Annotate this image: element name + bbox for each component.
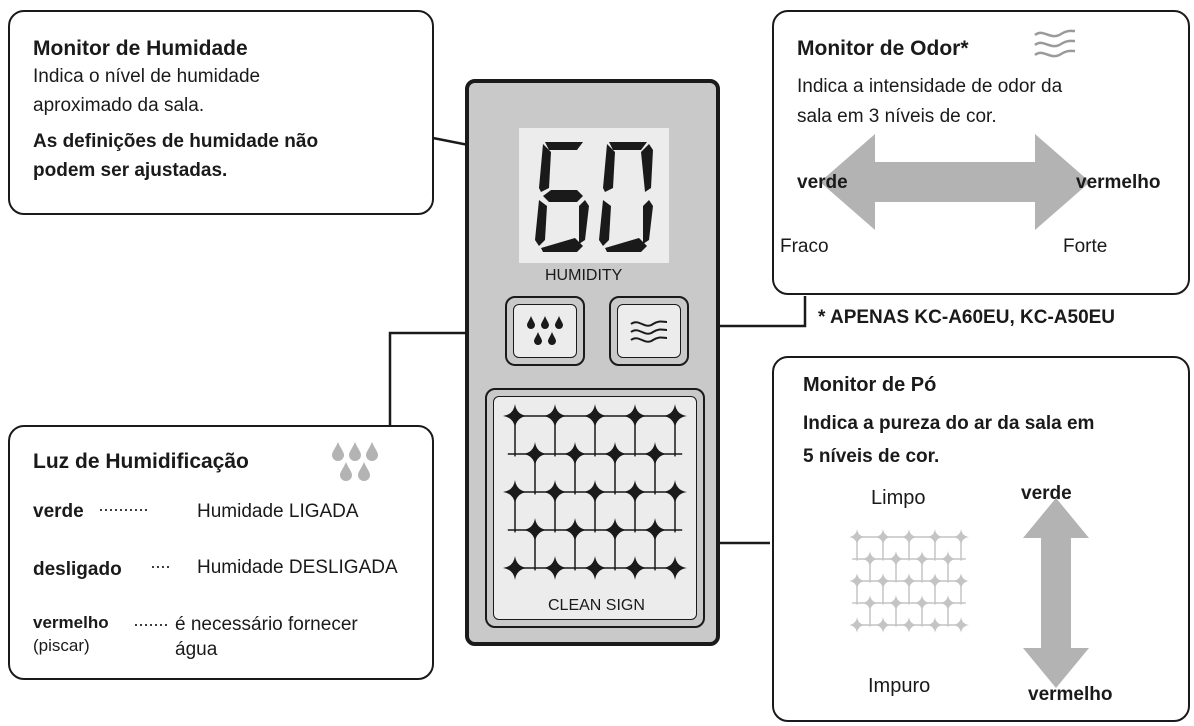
humidity-label: HUMIDITY xyxy=(545,267,623,284)
dust-clean-label: Limpo xyxy=(871,487,926,509)
seven-segment-readout xyxy=(535,142,653,252)
sparkle xyxy=(862,595,878,611)
sparkle xyxy=(849,529,865,545)
leader-dots: ······· xyxy=(133,614,169,634)
sparkle xyxy=(875,529,891,545)
sparkle xyxy=(583,480,607,504)
dust-dirty-label: Impuro xyxy=(868,675,931,697)
state-off-desc: Humidade DESLIGADA xyxy=(197,557,398,578)
sparkle xyxy=(927,529,943,545)
sparkle xyxy=(940,551,956,567)
sparkle xyxy=(914,551,930,567)
sparkle-grid-icon xyxy=(503,404,687,580)
sparkle xyxy=(563,442,587,466)
sparkle xyxy=(862,551,878,567)
clean-sign-label: CLEAN SIGN xyxy=(548,597,645,614)
vertical-double-arrow xyxy=(1023,498,1089,688)
odor-monitor-title: Monitor de Odor* xyxy=(797,37,969,60)
dust-monitor-note1: Indica a pureza do ar da sala em xyxy=(803,413,1095,434)
dust-monitor-title: Monitor de Pó xyxy=(803,374,937,396)
odor-left-color: verde xyxy=(797,172,848,193)
odor-monitor-line2: sala em 3 níveis de cor. xyxy=(797,106,997,127)
sparkle xyxy=(663,480,687,504)
sparkle xyxy=(888,595,904,611)
dust-bottom-color: vermelho xyxy=(1028,684,1113,705)
odor-monitor-callout xyxy=(772,10,1190,295)
odor-footnote: * APENAS KC-A60EU, KC-A50EU xyxy=(818,307,1116,328)
state-red-desc: é necessário fornecer xyxy=(175,614,358,635)
state-green: verde xyxy=(33,501,84,522)
humidity-monitor-line2: aproximado da sala. xyxy=(33,95,205,116)
sparkle xyxy=(953,573,969,589)
odor-waves-icon xyxy=(630,320,668,343)
state-off: desligado xyxy=(33,559,122,580)
humidity-monitor-note1: As definições de humidade não xyxy=(33,131,319,152)
sparkle xyxy=(543,480,567,504)
sparkle xyxy=(543,556,567,580)
sparkle-grid-icon xyxy=(849,529,969,633)
humidity-monitor-note2: podem ser ajustadas. xyxy=(33,160,228,181)
sparkle xyxy=(953,529,969,545)
odor-left-level: Fraco xyxy=(780,236,829,257)
sparkle xyxy=(603,518,627,542)
odor-waves-icon xyxy=(1034,29,1076,58)
dust-monitor-callout xyxy=(772,356,1190,722)
sparkle xyxy=(875,573,891,589)
sparkle xyxy=(623,480,647,504)
sparkle xyxy=(927,617,943,633)
sparkle xyxy=(643,518,667,542)
sparkle xyxy=(888,551,904,567)
sparkle xyxy=(663,556,687,580)
sparkle xyxy=(927,573,943,589)
water-drops-icon xyxy=(332,442,378,481)
sparkle xyxy=(503,404,527,428)
leader-dots: ·········· xyxy=(98,499,149,519)
sparkle xyxy=(643,442,667,466)
humidity-monitor-callout xyxy=(8,10,434,215)
sparkle xyxy=(663,404,687,428)
sparkle xyxy=(503,480,527,504)
sparkle xyxy=(623,556,647,580)
odor-right-level: Forte xyxy=(1063,236,1108,257)
sparkle xyxy=(953,617,969,633)
sparkle xyxy=(849,617,865,633)
sparkle xyxy=(603,442,627,466)
state-red-sub: (piscar) xyxy=(33,636,90,655)
sparkle xyxy=(503,556,527,580)
sparkle xyxy=(901,573,917,589)
sparkle xyxy=(849,573,865,589)
sparkle xyxy=(901,529,917,545)
leader-dots: ···· xyxy=(150,556,171,576)
humidity-monitor-title: Monitor de Humidade xyxy=(33,37,248,60)
sparkle xyxy=(543,404,567,428)
water-drops-icon xyxy=(527,316,563,345)
sparkle xyxy=(583,556,607,580)
horizontal-double-arrow xyxy=(820,134,1090,230)
state-red-desc2: água xyxy=(175,639,218,660)
sparkle xyxy=(875,617,891,633)
odor-monitor-button[interactable] xyxy=(609,296,689,366)
humidification-light-button[interactable] xyxy=(505,296,585,366)
dust-monitor-note2: 5 níveis de cor. xyxy=(803,446,940,467)
sparkle xyxy=(901,617,917,633)
sparkle xyxy=(623,404,647,428)
state-green-desc: Humidade LIGADA xyxy=(197,501,359,522)
sparkle xyxy=(914,595,930,611)
sparkle xyxy=(563,518,587,542)
state-red: vermelho xyxy=(33,613,109,632)
sparkle xyxy=(583,404,607,428)
odor-monitor-line1: Indica a intensidade de odor da xyxy=(797,76,1063,97)
humidification-light-title: Luz de Humidificação xyxy=(33,450,249,473)
sparkle xyxy=(523,518,547,542)
clean-sign-frame xyxy=(485,388,705,628)
sparkle xyxy=(523,442,547,466)
sparkle xyxy=(940,595,956,611)
dust-top-color: verde xyxy=(1021,483,1072,504)
humidity-monitor-line1: Indica o nível de humidade xyxy=(33,66,261,87)
odor-right-color: vermelho xyxy=(1076,172,1161,193)
